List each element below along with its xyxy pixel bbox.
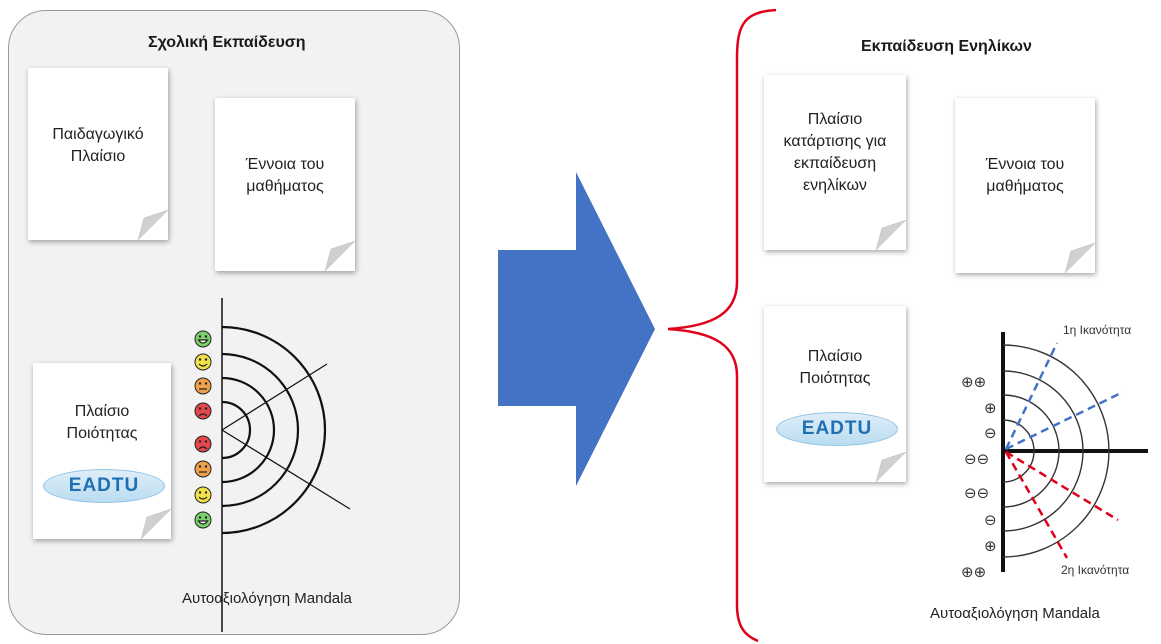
mandala-ring-2: [221, 352, 300, 508]
competence-1-line: [1004, 342, 1059, 450]
mandala-ray: [221, 429, 351, 510]
competence-2-line: [1005, 450, 1119, 522]
eadtu-logo-text: EADTU: [68, 475, 140, 496]
scale-label: ⊕: [984, 538, 997, 555]
quality-framework-label: Πλαίσιο Ποιότητας: [66, 403, 138, 442]
right-arrow-icon: [498, 172, 655, 486]
training-framework-label: Πλαίσιο κατάρτισης για εκπαίδευση ενηλίκ…: [783, 111, 887, 194]
mandala-ring-4: [221, 400, 252, 460]
mandala-ring-1: [1002, 344, 1110, 558]
right-mandala-caption: Αυτοαξιολόγηση Mandala: [930, 605, 1100, 622]
scale-label: ⊖: [984, 512, 997, 529]
happy-face-icon: [194, 486, 212, 504]
scale-label: ⊕⊕: [961, 564, 987, 581]
happy-face-icon: [194, 353, 212, 371]
quality-framework-document: Πλαίσιο Ποιότητας EADTU: [33, 363, 172, 540]
adult-course-concept-label: Έννοια του μαθήματος: [985, 156, 1065, 195]
mandala-ring-4: [1002, 419, 1035, 483]
page-curl-icon: [1064, 242, 1096, 274]
scale-label: ⊕: [984, 400, 997, 417]
adult-course-concept-document: Έννοια του μαθήματος: [955, 98, 1096, 274]
sad-face-icon: [194, 435, 212, 453]
mandala-ring-2: [1002, 370, 1084, 532]
pedagogical-framework-label: Παιδαγωγικό Πλαίσιο: [52, 126, 144, 165]
neutral-face-icon: [194, 377, 212, 395]
mandala-ring-3: [1002, 394, 1060, 508]
adult-quality-framework-document: Πλαίσιο Ποιότητας EADTU: [764, 306, 907, 483]
adult-quality-framework-label: Πλαίσιο Ποιότητας: [799, 348, 871, 387]
scale-label: ⊖⊖: [964, 451, 990, 468]
neutral-face-icon: [194, 460, 212, 478]
sad-face-icon: [194, 402, 212, 420]
very-happy-face-icon: [194, 511, 212, 529]
course-concept-document: Έννοια του μαθήματος: [215, 98, 356, 272]
eadtu-logo: EADTU: [776, 412, 898, 446]
school-education-title: Σχολική Εκπαίδευση: [148, 34, 306, 51]
pedagogical-framework-document: Παιδαγωγικό Πλαίσιο: [28, 68, 169, 241]
eadtu-logo: EADTU: [43, 469, 165, 503]
very-happy-face-icon: [194, 330, 212, 348]
competence-2-line: [1004, 451, 1069, 559]
eadtu-logo-text: EADTU: [801, 418, 873, 439]
adult-education-title: Εκπαίδευση Ενηλίκων: [861, 38, 1032, 55]
page-curl-icon: [140, 508, 172, 540]
page-curl-icon: [875, 219, 907, 251]
mandala-ray: [221, 363, 328, 431]
mandala-ring-3: [221, 376, 276, 484]
page-curl-icon: [324, 240, 356, 272]
mandala-ring-1: [221, 325, 327, 535]
competence-2-label: 2η Ικανότητα: [1061, 563, 1130, 577]
scale-label: ⊖⊖: [964, 485, 990, 502]
page-curl-icon: [137, 209, 169, 241]
red-brace-icon: [667, 8, 777, 643]
course-concept-label: Έννοια του μαθήματος: [245, 156, 325, 195]
competence-1-line: [1005, 390, 1124, 451]
left-mandala-caption: Αυτοαξιολόγηση Mandala: [182, 590, 352, 607]
competence-1-label: 1η Ικανότητα: [1063, 323, 1132, 337]
training-framework-document: Πλαίσιο κατάρτισης για εκπαίδευση ενηλίκ…: [764, 75, 907, 251]
scale-label: ⊖: [984, 425, 997, 442]
page-curl-icon: [875, 451, 907, 483]
scale-label: ⊕⊕: [961, 374, 987, 391]
